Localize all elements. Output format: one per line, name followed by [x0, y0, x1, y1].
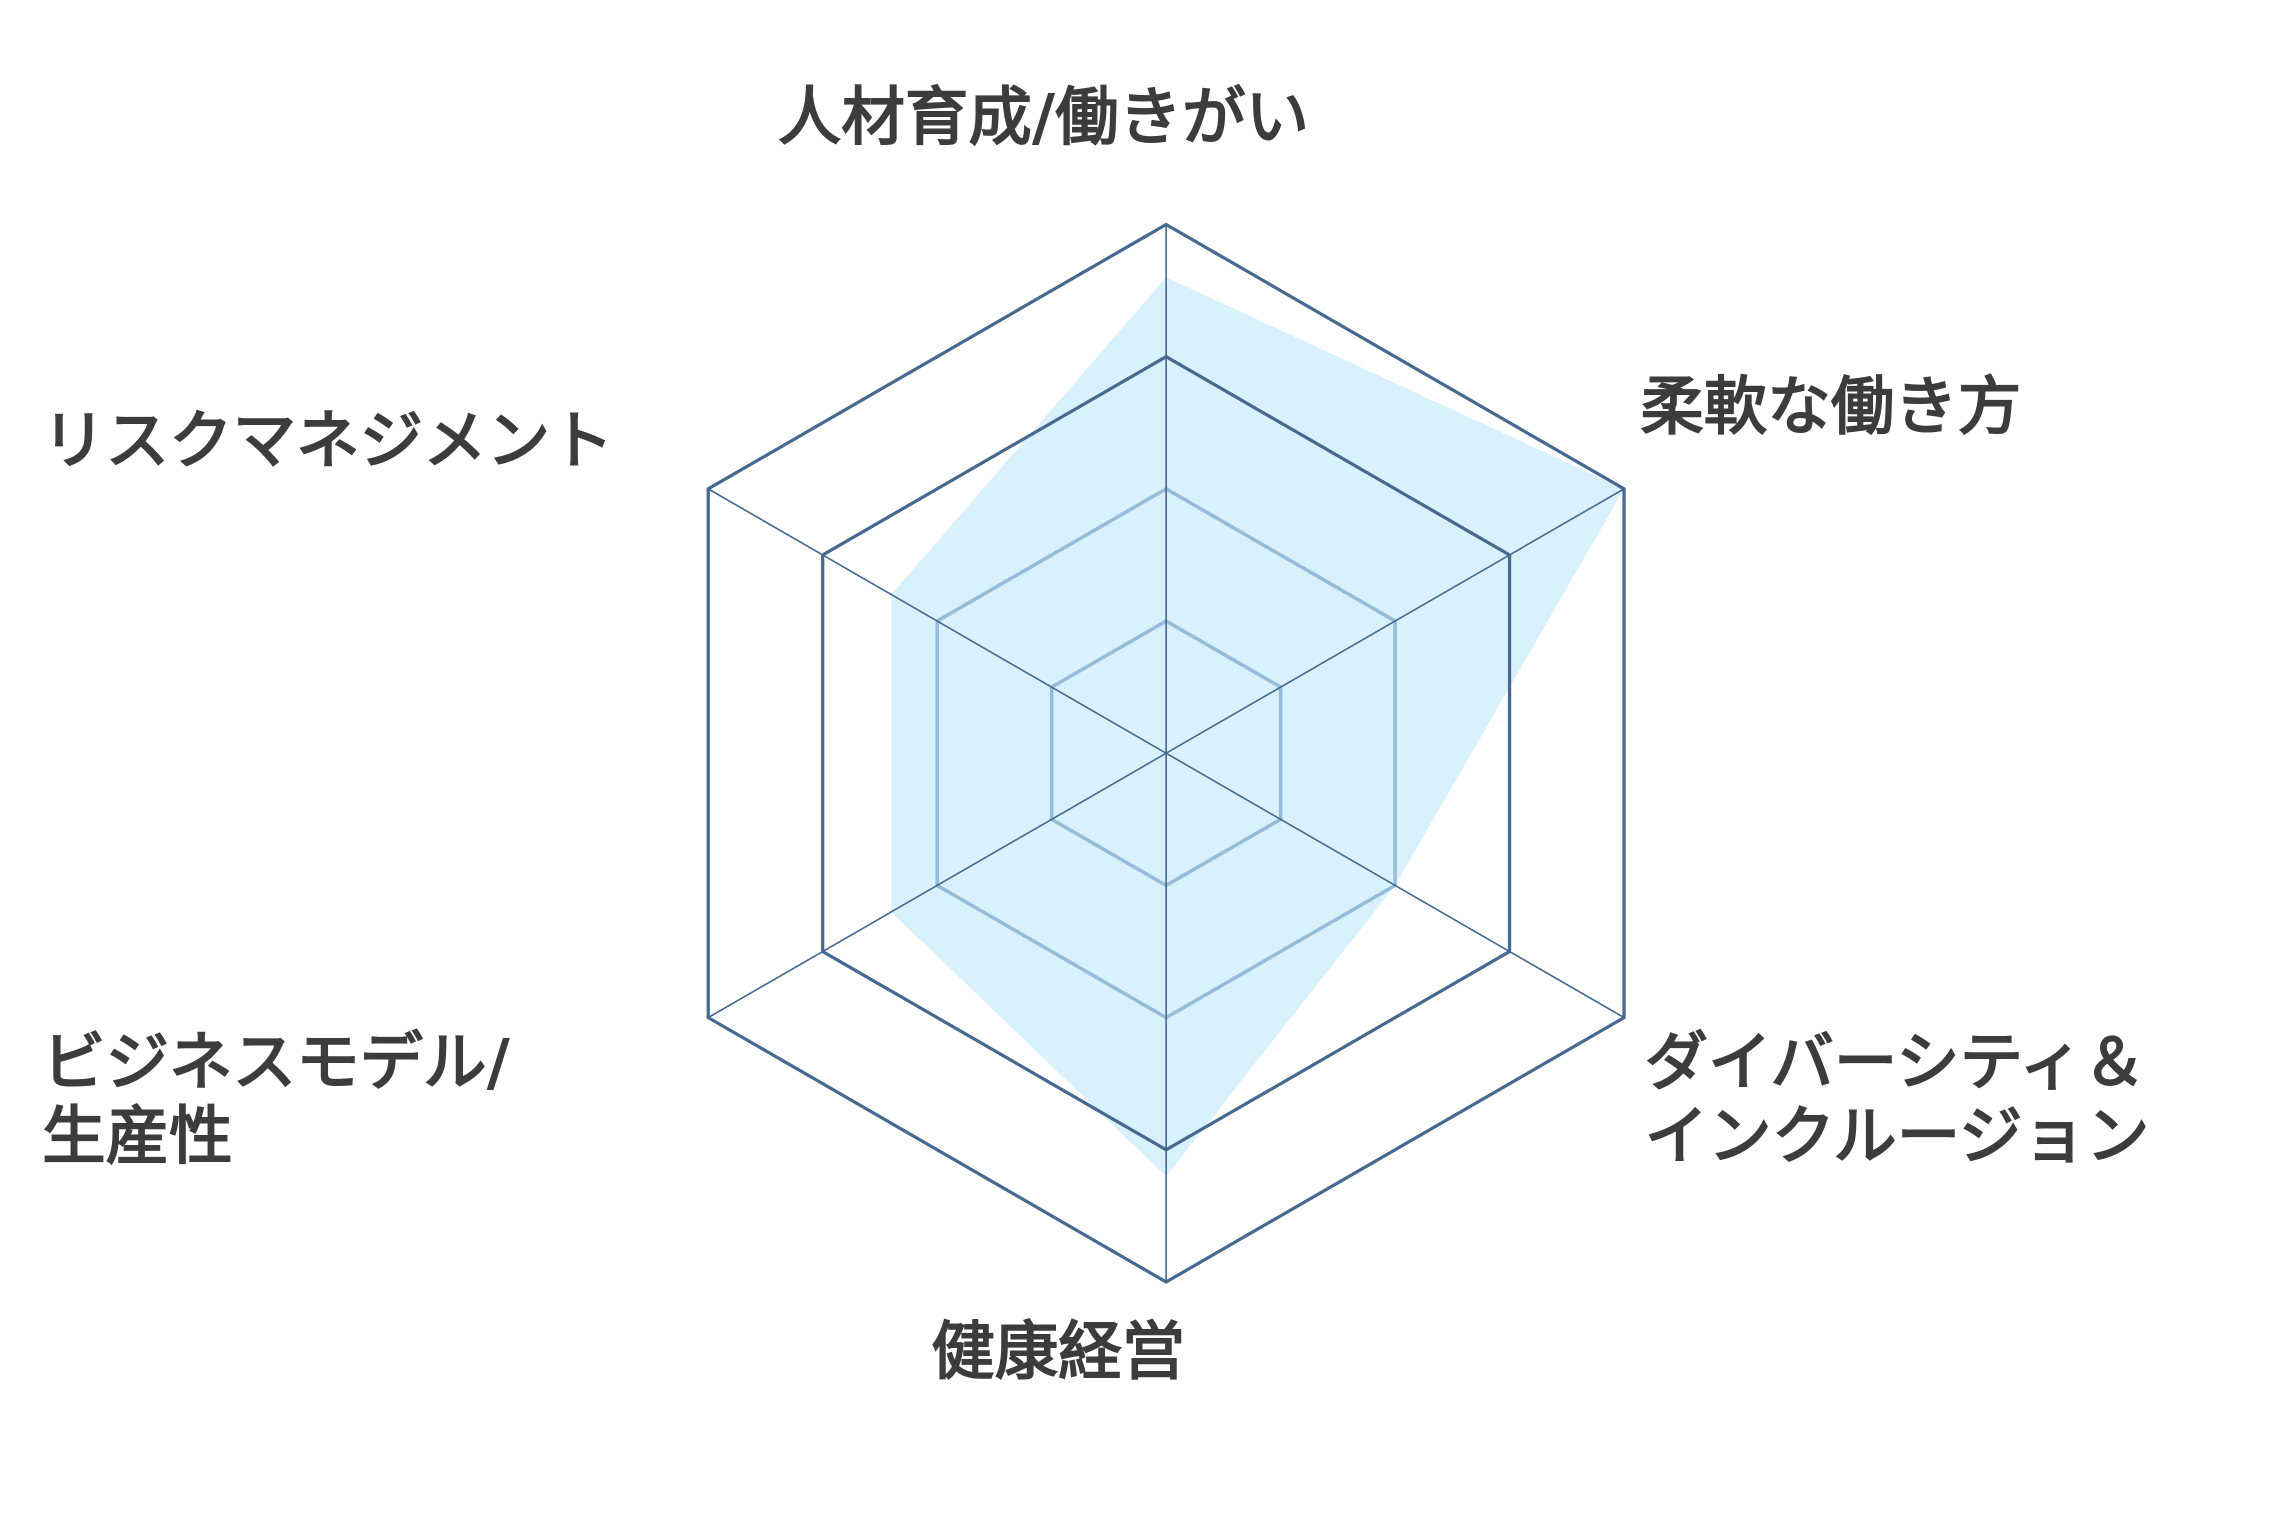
data-area	[891, 277, 1625, 1177]
axis-label: リスクマネジメント	[42, 403, 614, 477]
axis-label-line: 人材育成/働きがい	[778, 80, 1309, 154]
axis-label-line: ダイバーシティ＆	[1645, 1025, 2147, 1099]
axis-label: 健康経営	[931, 1315, 1185, 1389]
axis-label: 柔軟な働き方	[1640, 369, 2021, 443]
axis-spoke	[1165, 488, 1625, 754]
axis-label-line: インクルージョン	[1645, 1099, 2150, 1173]
axis-label: 人材育成/働きがい	[778, 80, 1309, 154]
axis-label-line: ビジネスモデル/	[42, 1025, 510, 1099]
axis-label-line: 生産性	[42, 1099, 233, 1173]
axis-label-line: 健康経営	[931, 1315, 1185, 1389]
axis-spoke	[1165, 752, 1625, 1019]
axis-label: ダイバーシティ＆インクルージョン	[1645, 1025, 2150, 1173]
axis-label-line: 柔軟な働き方	[1640, 369, 2021, 443]
axis-label-line: リスクマネジメント	[42, 403, 614, 477]
axis-spoke	[707, 488, 1167, 754]
axis-spoke	[707, 752, 1167, 1019]
axis-label: ビジネスモデル/生産性	[42, 1025, 510, 1173]
